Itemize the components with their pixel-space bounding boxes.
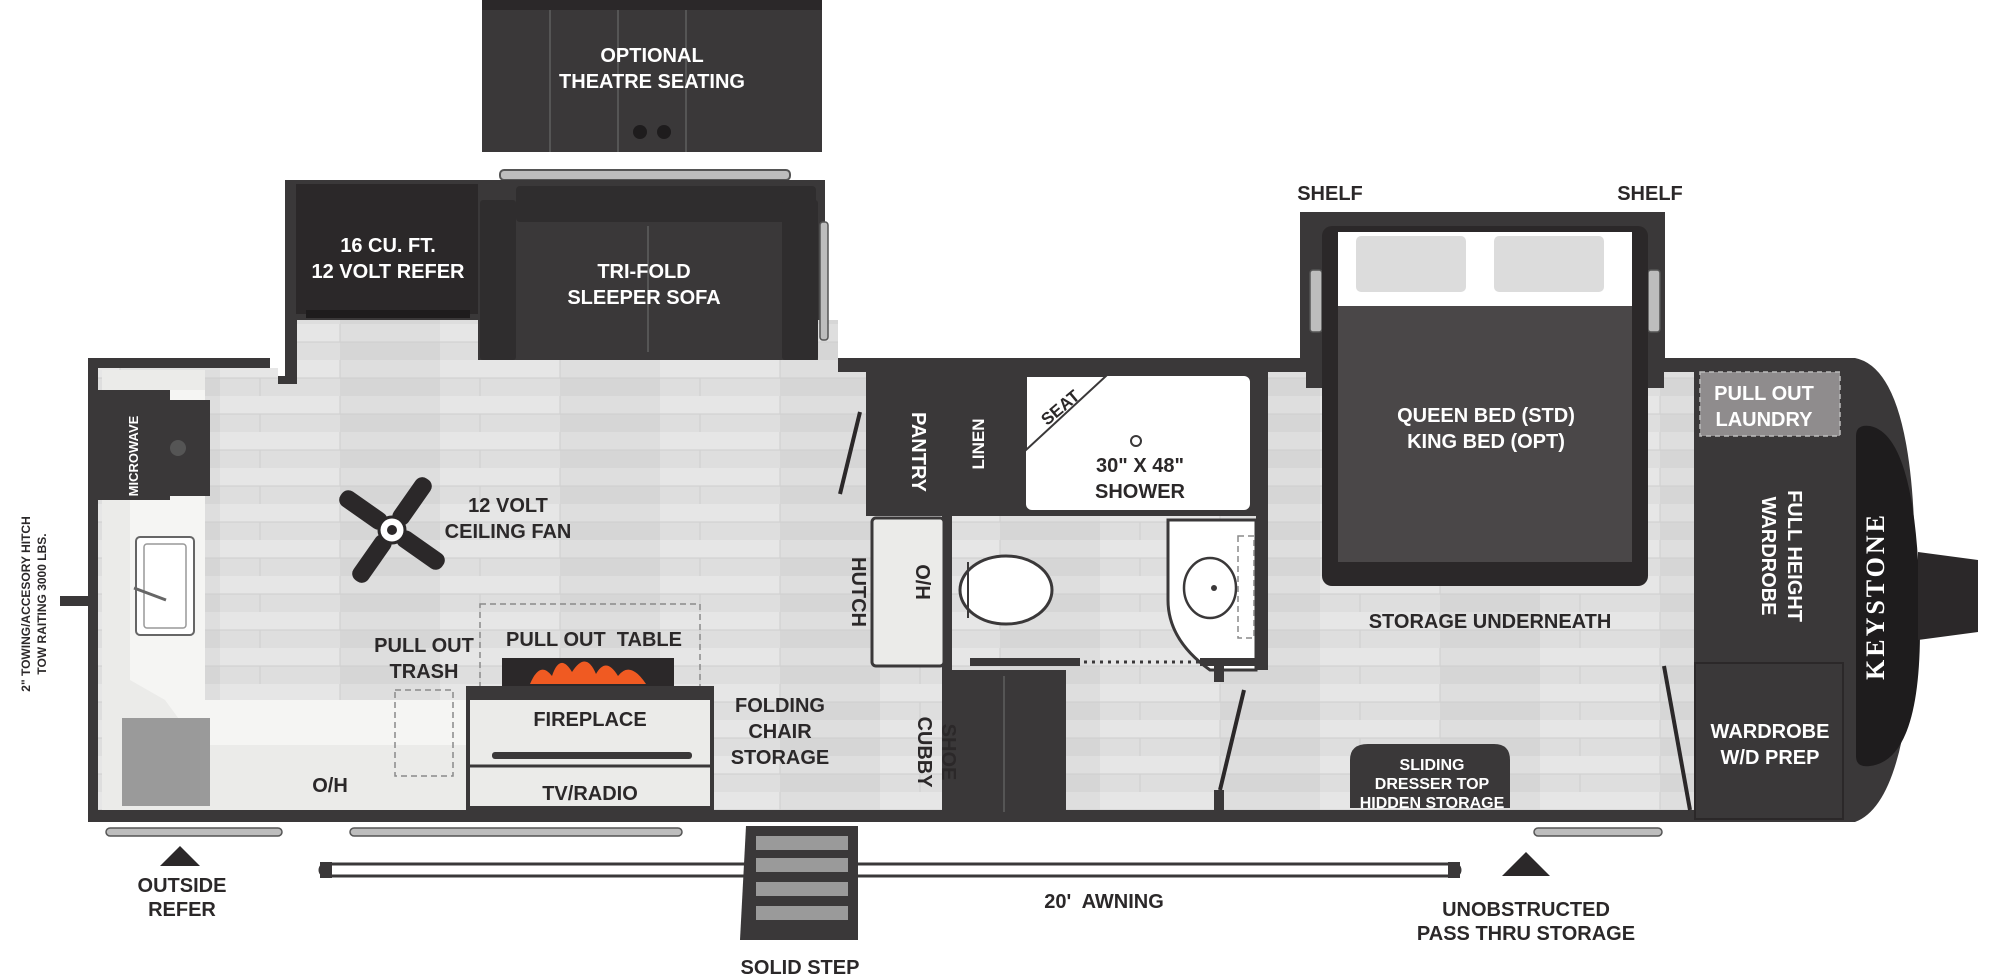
hitch-label-1: 2" TOWING/ACCESORY HITCH bbox=[19, 516, 33, 691]
hitch-icon bbox=[60, 596, 94, 606]
awning-label: 20' AWNING bbox=[1044, 891, 1164, 913]
shelf-left-label: SHELF bbox=[1297, 183, 1363, 205]
tv-label: TV/RADIO bbox=[542, 783, 638, 805]
oh-kitchen-label: O/H bbox=[312, 775, 348, 797]
bed-label-2: KING BED (OPT) bbox=[1407, 431, 1565, 453]
trash-label-1: PULL OUT bbox=[374, 635, 474, 657]
storage-under-label: STORAGE UNDERNEATH bbox=[1369, 611, 1612, 633]
wardrobe-wd-label-1: WARDROBE bbox=[1711, 721, 1830, 743]
hutch-label: HUTCH bbox=[847, 557, 869, 627]
shower-label-2: SHOWER bbox=[1095, 481, 1186, 503]
dresser-label-1: SLIDING bbox=[1400, 757, 1465, 774]
brand-logo: KEYSTONE bbox=[1861, 512, 1890, 680]
laundry-label-2: LAUNDRY bbox=[1715, 409, 1813, 431]
refer-label-2: 12 VOLT REFER bbox=[312, 261, 466, 283]
dresser bbox=[1350, 744, 1510, 808]
folding-label-2: CHAIR bbox=[748, 721, 812, 743]
outside-refer-label-2: REFER bbox=[148, 899, 216, 921]
refer-label-1: 16 CU. FT. bbox=[340, 235, 436, 257]
fan-label-2: CEILING FAN bbox=[445, 521, 572, 543]
fan-label-1: 12 VOLT bbox=[468, 495, 548, 517]
pantry-label: PANTRY bbox=[907, 412, 929, 493]
front-closets bbox=[1662, 360, 1978, 820]
outside-refer-arrow-icon bbox=[160, 846, 200, 866]
dresser-label-2: DRESSER TOP bbox=[1375, 776, 1490, 793]
folding-label-3: STORAGE bbox=[731, 747, 830, 769]
shoe-label-2: CUBBY bbox=[913, 716, 935, 788]
wardrobe-full-label-2: WARDROBE bbox=[1757, 497, 1779, 616]
shower-label-1: 30" X 48" bbox=[1096, 455, 1184, 477]
trash-label-2: TRASH bbox=[390, 661, 459, 683]
solid-step-label: SOLID STEP bbox=[741, 957, 860, 976]
dresser-label-3: HIDDEN STORAGE bbox=[1360, 795, 1505, 812]
pass-thru-label-1: UNOBSTRUCTED bbox=[1442, 899, 1610, 921]
sofa-label-1: TRI-FOLD bbox=[597, 261, 690, 283]
sofa-label-2: SLEEPER SOFA bbox=[567, 287, 720, 309]
oh-bath-label: O/H bbox=[911, 564, 933, 600]
exterior-bottom bbox=[105, 826, 1663, 940]
table-label: PULL OUT TABLE bbox=[506, 629, 682, 651]
wardrobe-wd-label-2: W/D PREP bbox=[1721, 747, 1820, 769]
pass-thru-arrow-icon bbox=[1502, 852, 1550, 876]
bed-slide bbox=[1306, 212, 1664, 586]
theatre-label-1: OPTIONAL bbox=[600, 45, 703, 67]
theatre-label-2: THEATRE SEATING bbox=[559, 71, 745, 93]
microwave-label: MICROWAVE bbox=[126, 415, 141, 496]
ceiling-fan-icon bbox=[339, 477, 445, 583]
laundry-label-1: PULL OUT bbox=[1714, 383, 1814, 405]
bed-label-1: QUEEN BED (STD) bbox=[1397, 405, 1575, 427]
pass-thru-label-2: PASS THRU STORAGE bbox=[1417, 923, 1635, 945]
shoe-label-1: SHOE bbox=[937, 724, 959, 781]
hitch-label-2: TOW RAITING 3000 LBS. bbox=[35, 533, 49, 674]
bath-area bbox=[838, 370, 1268, 820]
wardrobe-full-label-1: FULL HEIGHT bbox=[1783, 490, 1805, 622]
outside-refer-label-1: OUTSIDE bbox=[138, 875, 227, 897]
shelf-right-label: SHELF bbox=[1617, 183, 1683, 205]
linen-label: LINEN bbox=[969, 419, 988, 470]
fireplace-label: FIREPLACE bbox=[533, 709, 646, 731]
refer-sofa-slide bbox=[296, 184, 829, 360]
folding-label-1: FOLDING bbox=[735, 695, 825, 717]
